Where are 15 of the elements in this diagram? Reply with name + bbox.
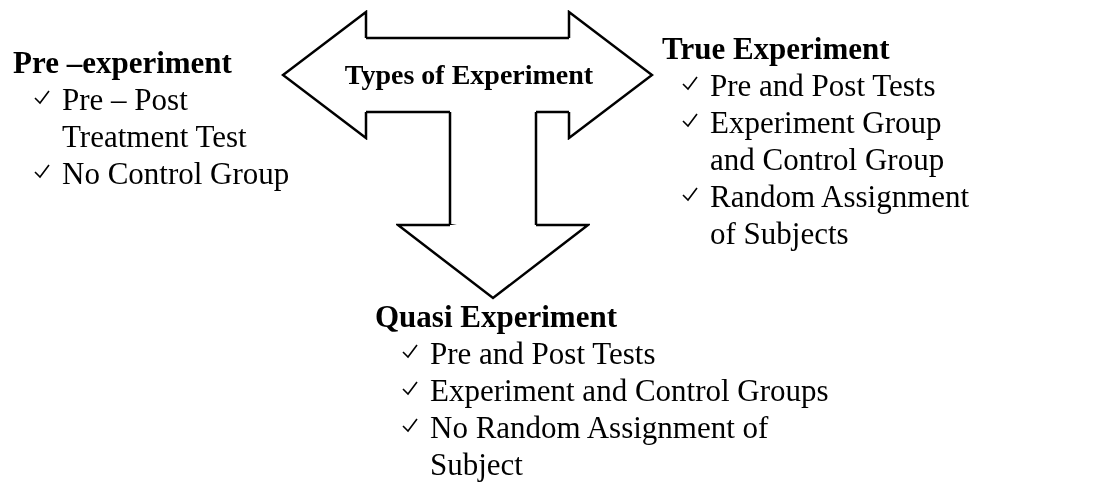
list-item-text: No Random Assignment of Subject	[430, 409, 770, 483]
list-item-text: Random Assignment of Subjects	[710, 178, 971, 252]
block-arrow	[396, 112, 590, 300]
list-item-text: No Control Group	[62, 155, 290, 192]
list-item-text: Experiment and Control Groups	[430, 372, 829, 409]
hub-label: Types of Experiment	[344, 58, 594, 92]
list-item-text: Pre – Post Treatment Test	[62, 81, 248, 155]
block-arrow	[281, 10, 368, 140]
list-item-text: Experiment Group and Control Group	[710, 104, 946, 178]
block-arrow	[567, 10, 654, 140]
category-heading: True Experiment	[662, 30, 890, 67]
list-item-text: Pre and Post Tests	[430, 335, 656, 372]
category-heading: Pre –experiment	[13, 44, 232, 81]
category-heading: Quasi Experiment	[375, 298, 617, 335]
list-item-text: Pre and Post Tests	[710, 67, 936, 104]
